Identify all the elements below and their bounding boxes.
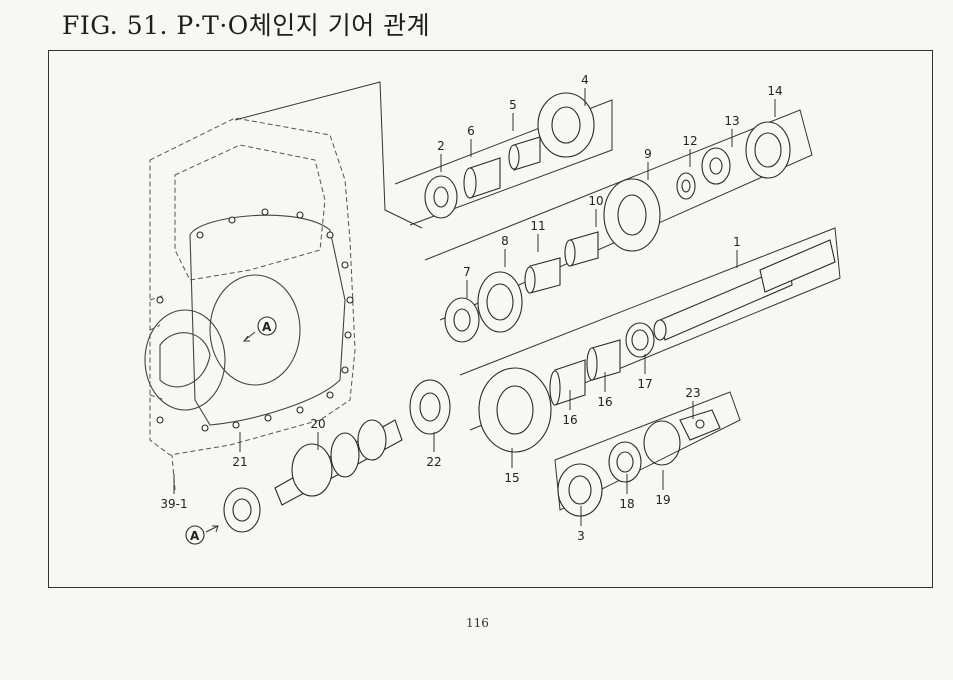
part-label-p12: 12 bbox=[682, 134, 697, 148]
part-label-p14: 14 bbox=[767, 84, 782, 98]
part-label-p9: 9 bbox=[644, 147, 652, 161]
housing-bolt-hole bbox=[156, 296, 164, 304]
part-label-p39: 39-1 bbox=[160, 497, 187, 511]
housing-bolt-hole bbox=[296, 406, 304, 414]
part-label-p7: 7 bbox=[463, 265, 471, 279]
housing-bolt-hole bbox=[228, 216, 236, 224]
part-label-p3: 3 bbox=[577, 529, 585, 543]
part-label-p6: 6 bbox=[467, 124, 475, 138]
main-shaft-group bbox=[478, 239, 836, 453]
housing-bolt-hole bbox=[196, 231, 204, 239]
part-label-p18: 18 bbox=[619, 497, 634, 511]
housing-bolt-hole bbox=[232, 421, 240, 429]
part-label-p10: 10 bbox=[588, 194, 603, 208]
part-label-p16b: 16 bbox=[597, 395, 612, 409]
part-label-p21: 21 bbox=[232, 455, 247, 469]
diagram-frame bbox=[48, 50, 933, 588]
middle-shaft-group bbox=[444, 121, 791, 343]
housing-bolt-hole bbox=[344, 331, 352, 339]
upper-shaft-group bbox=[424, 92, 595, 219]
part-label-p17: 17 bbox=[637, 377, 652, 391]
part-label-p23: 23 bbox=[685, 386, 700, 400]
part-label-p4: 4 bbox=[581, 73, 589, 87]
part-label-p1: 1 bbox=[733, 235, 741, 249]
ref-marker-label: A bbox=[262, 320, 272, 334]
part-label-p8: 8 bbox=[501, 234, 509, 248]
part-19-snap-ring bbox=[643, 420, 681, 466]
housing-bolt-hole bbox=[326, 231, 334, 239]
housing-bolt-hole bbox=[341, 261, 349, 269]
part-label-p20: 20 bbox=[310, 417, 325, 431]
housing-bolt-hole bbox=[156, 416, 164, 424]
page-number: 116 bbox=[466, 616, 489, 630]
part-label-p19: 19 bbox=[655, 493, 670, 507]
figure-title: FIG. 51. P·T·O체인지 기어 관계 bbox=[62, 11, 431, 40]
part-label-p2: 2 bbox=[437, 139, 445, 153]
part-label-p15: 15 bbox=[504, 471, 519, 485]
housing-bolt-hole bbox=[201, 424, 209, 432]
part-label-p11: 11 bbox=[530, 219, 545, 233]
transmission-housing bbox=[144, 117, 356, 491]
housing-bolt-hole bbox=[264, 414, 272, 422]
part-label-p16a: 16 bbox=[562, 413, 577, 427]
housing-bolt-hole bbox=[326, 391, 334, 399]
bearing-group bbox=[557, 409, 721, 517]
housing-bolt-hole bbox=[346, 296, 354, 304]
part-label-p13: 13 bbox=[724, 114, 739, 128]
ref-marker-housing: A bbox=[242, 316, 277, 342]
housing-bolt-hole bbox=[341, 366, 349, 374]
part-label-p5: 5 bbox=[509, 98, 517, 112]
ref-marker-label-2: A bbox=[190, 529, 200, 543]
input-shaft-group: A bbox=[185, 379, 451, 545]
housing-bolt-hole bbox=[296, 211, 304, 219]
part-label-p22: 22 bbox=[426, 455, 441, 469]
housing-bolt-hole bbox=[261, 208, 269, 216]
